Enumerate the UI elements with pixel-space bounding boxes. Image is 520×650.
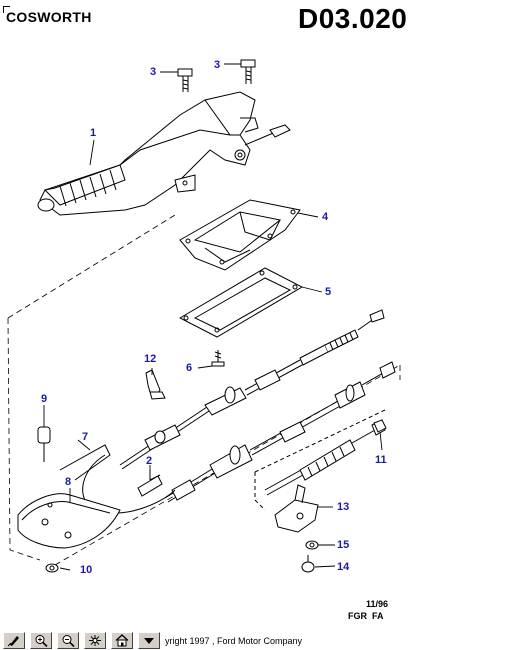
washer-15 <box>305 540 319 550</box>
callout-9: 9 <box>41 393 48 405</box>
zoom-in-icon <box>35 635 48 647</box>
nut-10 <box>45 563 59 573</box>
home-button[interactable] <box>111 632 133 649</box>
clip-12 <box>145 369 166 400</box>
footer-codes: FGR FA <box>348 611 384 621</box>
bolt-left <box>177 68 193 92</box>
parts-diagram <box>7 59 401 573</box>
callout-7: 7 <box>82 431 89 443</box>
callout-15: 15 <box>337 539 350 551</box>
footer-date: 11/96 <box>366 599 389 609</box>
callout-1: 1 <box>90 127 97 139</box>
header-corner-mark <box>3 6 10 13</box>
bolt-9 <box>37 426 51 462</box>
callout-6: 6 <box>186 362 193 374</box>
cable-lower <box>59 361 396 503</box>
bolt-right <box>240 59 256 84</box>
handbrake-lever <box>37 91 291 216</box>
callout-14: 14 <box>337 561 350 573</box>
callout-3-left: 3 <box>150 66 157 78</box>
pan-button[interactable] <box>3 632 25 649</box>
bracket-13 <box>274 484 319 533</box>
zoom-out-icon <box>62 635 75 647</box>
home-icon <box>115 634 129 647</box>
fit-button[interactable] <box>84 632 106 649</box>
cable-end-2 <box>137 470 163 497</box>
zoom-out-button[interactable] <box>57 632 79 649</box>
callout-5: 5 <box>325 286 332 298</box>
callout-4: 4 <box>322 211 329 223</box>
callout-11: 11 <box>375 454 387 466</box>
callout-13: 13 <box>337 501 350 513</box>
callout-10: 10 <box>80 564 93 576</box>
clip-11 <box>373 419 387 433</box>
callout-2: 2 <box>146 455 153 467</box>
zoom-in-button[interactable] <box>30 632 52 649</box>
dropdown-icon <box>144 638 154 644</box>
gaiter-frame <box>178 267 304 338</box>
dropdown-button[interactable] <box>138 632 160 649</box>
callout-8: 8 <box>65 476 72 488</box>
leader-lines <box>43 63 383 571</box>
bracket-plate <box>17 493 121 549</box>
screw-6 <box>211 350 225 367</box>
cable-upper <box>119 309 385 470</box>
callout-12: 12 <box>144 353 157 365</box>
viewer-toolbar <box>0 631 520 650</box>
bolt-14 <box>301 555 315 573</box>
pan-icon <box>7 636 19 647</box>
cable-rear <box>254 409 386 511</box>
callout-3-right: 3 <box>214 59 221 71</box>
diagram-code: D03.020 <box>298 3 408 34</box>
gaiter-boot <box>179 199 301 271</box>
brand-label: COSWORTH <box>6 9 92 25</box>
copyright-text: yright 1997 , Ford Motor Company <box>165 636 303 646</box>
fit-icon <box>89 635 101 646</box>
